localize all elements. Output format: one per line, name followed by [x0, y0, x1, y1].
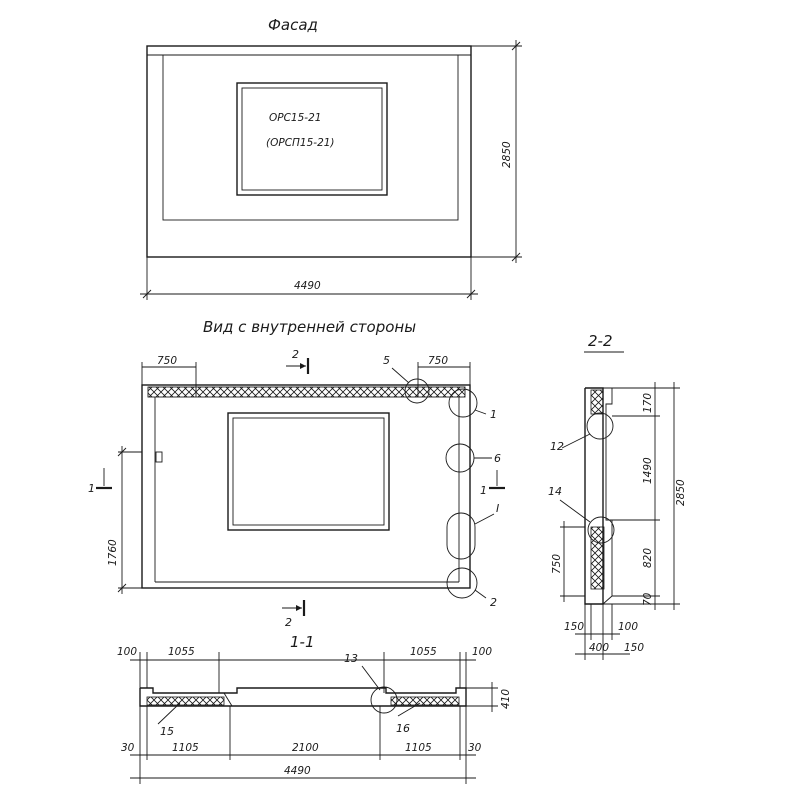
callout-15: 15: [157, 702, 181, 738]
svg-text:12: 12: [550, 440, 564, 453]
section-1-1-insulation-right: [390, 696, 460, 706]
facade-view: Фасад ОРС15-21 (ОРСП15-21) 4490 2850: [140, 16, 522, 300]
sec22-dim-150-left: 150: [564, 621, 584, 633]
inner-height-dimension: 1760: [107, 446, 142, 594]
sec22-dim-total: 2850: [675, 479, 687, 506]
inner-left-top-dimension: 750: [141, 355, 197, 397]
cut-2-top-label: 2: [292, 348, 299, 361]
callout-14: 14: [548, 485, 615, 544]
sec11-dim-1105-left: 1105: [172, 742, 199, 754]
inner-view: Вид с внутренней стороны 750 750: [88, 318, 505, 629]
section-2-2-inner-profile: [602, 387, 613, 605]
svg-text:I: I: [496, 502, 499, 515]
callout-6: 6: [445, 443, 501, 473]
svg-text:2: 2: [490, 596, 497, 609]
section-2-2: 2-2 170 1490 820 70 2850 750: [548, 332, 687, 660]
sec22-dim-150-right: 150: [624, 642, 644, 654]
section-1-1: 1-1 100 1055 1055 100 410: [117, 633, 512, 784]
callout-1: 1: [448, 388, 497, 421]
section-2-2-bottom-dimensions: 150 100 400 150: [564, 604, 644, 660]
sec22-dim-400: 400: [589, 642, 609, 654]
callout-16: 16: [396, 702, 421, 735]
section-1-1-top-dimensions: 100 1055 1055 100: [117, 646, 492, 693]
facade-width-dimension: 4490: [140, 257, 478, 300]
facade-window-outer: [236, 82, 388, 196]
facade-height-label: 2850: [501, 141, 513, 168]
inner-title: Вид с внутренней стороны: [203, 318, 416, 336]
sec22-dim-70: 70: [642, 592, 654, 606]
callout-12: 12: [550, 412, 614, 453]
callout-13: 13: [344, 652, 398, 714]
svg-text:16: 16: [396, 722, 410, 735]
sec11-dim-1105-right: 1105: [405, 742, 432, 754]
cut-marker-2-bottom: 2: [282, 600, 306, 629]
cut-1-left-label: 1: [88, 482, 95, 495]
facade-width-label: 4490: [294, 280, 321, 292]
section-1-1-insulation-left: [146, 696, 225, 706]
callout-2: 2: [446, 567, 497, 609]
svg-text:13: 13: [344, 652, 358, 665]
inner-outer-frame: [141, 384, 471, 589]
svg-text:5: 5: [383, 354, 390, 367]
facade-height-dimension: 2850: [471, 40, 522, 263]
sec11-dim-30-left: 30: [121, 742, 135, 754]
sec11-height-label: 410: [500, 689, 512, 709]
section-2-2-right-dimensions: 170 1490 820 70 2850: [603, 382, 687, 610]
sec11-dim-1055-right: 1055: [410, 646, 437, 658]
section-2-2-left-dimension: 750: [551, 521, 585, 602]
facade-mark-1: ОРС15-21: [269, 112, 321, 124]
inner-dim-right-label: 750: [428, 355, 448, 367]
sec11-dim-2100: 2100: [292, 742, 319, 754]
sec11-dim-total: 4490: [284, 765, 311, 777]
section-2-2-insulation-top: [590, 389, 604, 415]
inner-window-inner: [232, 417, 385, 526]
svg-text:6: 6: [494, 452, 501, 465]
callout-I: I: [446, 502, 499, 560]
inner-top-insulation: [147, 386, 466, 398]
svg-text:15: 15: [160, 725, 174, 738]
facade-title: Фасад: [268, 16, 318, 34]
section-2-2-insulation-bottom: [590, 526, 605, 590]
sec22-dim-100: 100: [618, 621, 638, 633]
cut-marker-2-top: 2: [286, 348, 310, 374]
sec22-dim-750: 750: [551, 554, 563, 574]
inner-height-label: 1760: [107, 539, 119, 566]
section-1-1-joint-left: [223, 692, 233, 707]
sec11-dim-30-right: 30: [468, 742, 482, 754]
cut-2-bottom-label: 2: [285, 616, 292, 629]
facade-mark-2: (ОРСП15-21): [266, 137, 335, 149]
facade-window-inner: [241, 87, 383, 191]
sec11-dim-100-right: 100: [472, 646, 492, 658]
cut-marker-1-right: 1: [480, 470, 505, 497]
inner-dim-left-label: 750: [157, 355, 177, 367]
sec22-dim-820: 820: [642, 548, 654, 568]
svg-text:1: 1: [490, 408, 497, 421]
cut-marker-1-left: 1: [88, 468, 112, 495]
inner-left-anchor: [155, 451, 163, 463]
sec11-dim-1055-left: 1055: [168, 646, 195, 658]
section-2-2-title: 2-2: [588, 332, 613, 350]
section-1-1-title: 1-1: [290, 633, 315, 651]
sec22-dim-170: 170: [642, 393, 654, 413]
sec22-dim-1490: 1490: [642, 457, 654, 484]
section-1-1-bottom-dimensions: 30 1105 2100 1105 30 4490: [121, 706, 482, 784]
inner-right-top-dimension: 750: [417, 355, 471, 397]
sec11-dim-100-left: 100: [117, 646, 137, 658]
svg-text:14: 14: [548, 485, 562, 498]
callout-5: 5: [383, 354, 430, 404]
facade-outer-frame: [146, 45, 472, 258]
section-1-1-height-dimension: 410: [466, 682, 512, 712]
inner-window-outer: [227, 412, 390, 531]
cut-1-right-label: 1: [480, 484, 487, 497]
